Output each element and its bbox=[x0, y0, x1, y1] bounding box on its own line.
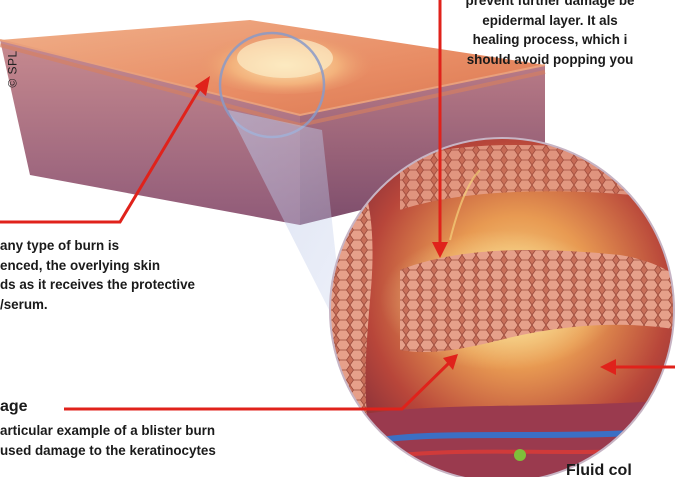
left-line-1: any type of burn is bbox=[0, 236, 260, 256]
photo-credit: © SPL bbox=[6, 50, 20, 87]
top-right-line-4: should avoid popping you bbox=[425, 50, 675, 70]
damage-line-2: used damage to the keratinocytes bbox=[0, 441, 290, 461]
left-line-3: ds as it receives the protective bbox=[0, 275, 260, 295]
damage-heading: age bbox=[0, 398, 28, 416]
top-right-line-2: epidermal layer. It als bbox=[425, 11, 675, 31]
top-right-caption: prevent further damage be epidermal laye… bbox=[425, 0, 675, 69]
left-line-2: enced, the overlying skin bbox=[0, 256, 260, 276]
damage-line-1: articular example of a blister burn bbox=[0, 421, 290, 441]
left-line-4: /serum. bbox=[0, 295, 260, 315]
left-caption: any type of burn is enced, the overlying… bbox=[0, 236, 260, 314]
damage-caption: articular example of a blister burn used… bbox=[0, 421, 290, 460]
top-right-line-3: healing process, which i bbox=[425, 30, 675, 50]
fluid-heading: Fluid col bbox=[566, 462, 632, 480]
top-right-line-1: prevent further damage be bbox=[425, 0, 675, 11]
